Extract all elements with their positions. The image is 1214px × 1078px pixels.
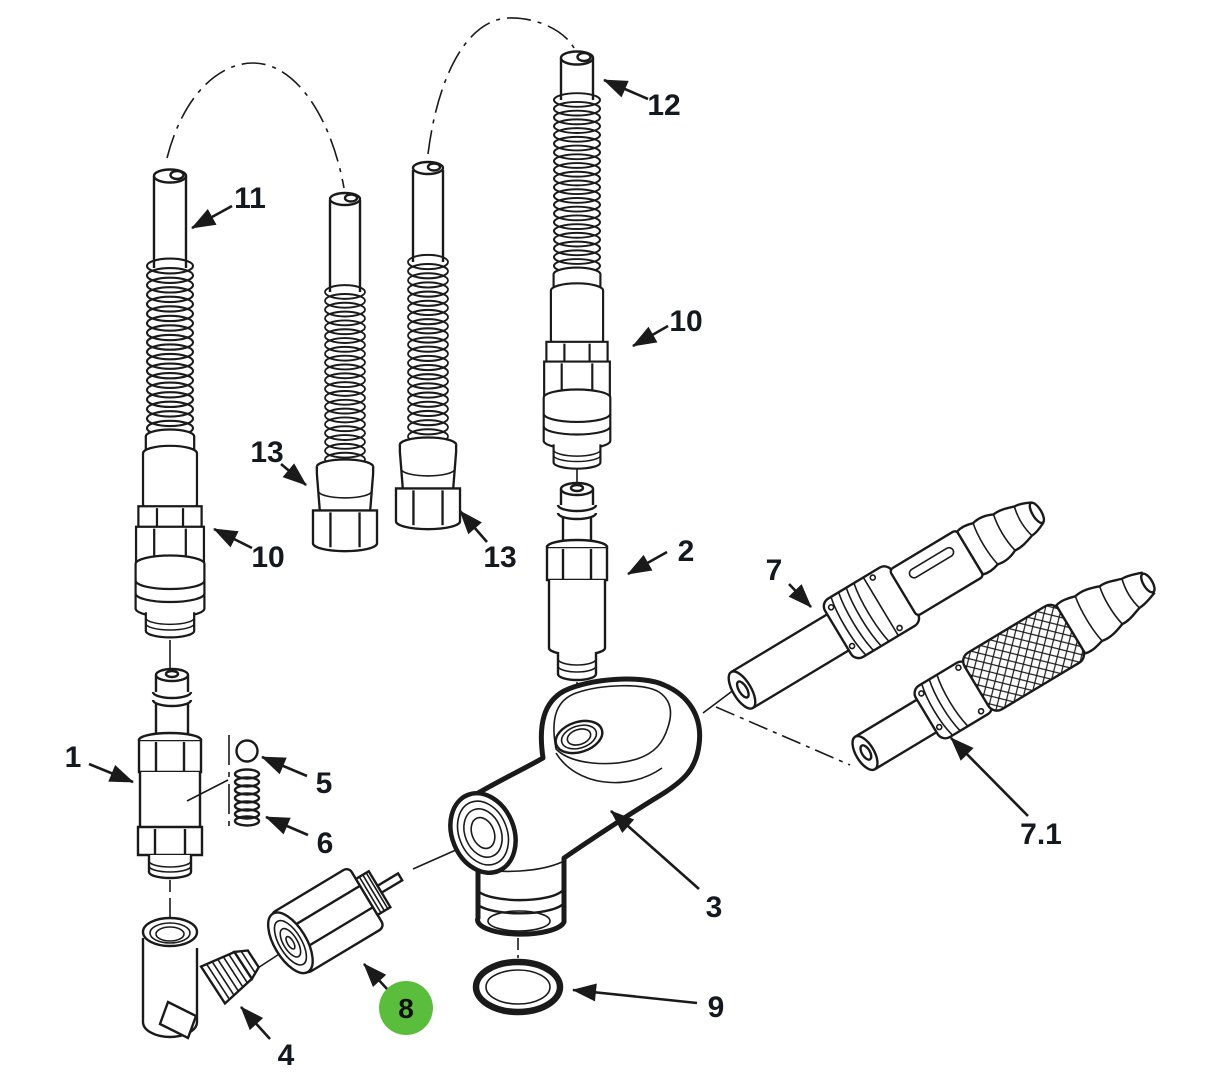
part-8-adapter <box>266 867 404 975</box>
spring-6 <box>233 768 261 827</box>
coil-guard-11 <box>147 259 193 455</box>
callout-3[interactable]: 3 <box>706 891 723 924</box>
highlight-circle[interactable] <box>379 981 433 1035</box>
hose-13-right-bore <box>426 162 442 172</box>
callout-label: 13 <box>483 541 516 574</box>
callout-4[interactable]: 4 <box>278 1039 295 1072</box>
callout-label: 3 <box>706 891 723 924</box>
callout-8-highlighted[interactable]: 8 <box>379 981 433 1035</box>
part-1-valve <box>136 667 204 880</box>
hose-12 <box>554 50 600 273</box>
callout-label: 7 <box>766 554 783 587</box>
callout-label: 10 <box>251 541 284 574</box>
hose-loop-right <box>427 17 575 155</box>
section-pointer <box>186 779 229 802</box>
part-2-valve <box>545 481 609 682</box>
hose-11-bore <box>169 169 185 181</box>
connector-10-left <box>134 428 206 639</box>
callout-7-1[interactable]: 7.1 <box>1020 818 1062 851</box>
connector-13-left <box>311 458 379 553</box>
callout-label: 11 <box>234 182 266 215</box>
callout-6[interactable]: 6 <box>317 827 334 860</box>
callout-label: 10 <box>669 305 702 338</box>
part-3-manifold <box>448 676 703 937</box>
callout-11[interactable]: 11 <box>234 182 266 215</box>
callout-5[interactable]: 5 <box>316 767 333 800</box>
hose-11 <box>147 168 193 455</box>
callout-13-left[interactable]: 13 <box>250 436 283 469</box>
hose-loop-left <box>166 62 345 189</box>
callout-label: 9 <box>708 991 725 1024</box>
callout-label: 5 <box>316 767 333 800</box>
callout-10-left[interactable]: 10 <box>251 541 284 574</box>
callout-label: 12 <box>647 89 680 122</box>
coil-guard-12 <box>554 93 600 272</box>
coil-guard-13-left <box>325 285 365 466</box>
callout-7[interactable]: 7 <box>766 554 783 587</box>
callout-label: 8 <box>398 993 414 1024</box>
callout-13-right[interactable]: 13 <box>483 541 516 574</box>
hose-12-bore <box>576 51 592 63</box>
callout-12[interactable]: 12 <box>647 89 680 122</box>
callout-label: 13 <box>250 436 283 469</box>
connector-13-right <box>394 436 462 531</box>
hose-13-left-bore <box>343 193 359 203</box>
ball-5 <box>235 739 259 763</box>
callout-label: 1 <box>65 741 82 774</box>
coil-guard-13-right <box>408 255 448 444</box>
centerline <box>702 688 736 714</box>
connector-10-right <box>542 266 612 470</box>
part-4-elbow <box>141 916 261 1040</box>
callout-2[interactable]: 2 <box>678 535 695 568</box>
hose-13-right <box>408 160 448 444</box>
hose-7 <box>727 501 1046 710</box>
callout-label: 7.1 <box>1020 818 1062 851</box>
leader-lines <box>88 78 1029 1040</box>
callout-9[interactable]: 9 <box>708 991 725 1024</box>
callout-label: 2 <box>678 535 695 568</box>
hose-13-left <box>325 191 365 466</box>
callout-10-right[interactable]: 10 <box>669 305 702 338</box>
callout-label: 4 <box>278 1039 295 1072</box>
hose-7-1 <box>851 571 1156 772</box>
centerline <box>715 706 851 766</box>
callout-label: 6 <box>317 827 334 860</box>
callout-1[interactable]: 1 <box>65 741 82 774</box>
o-ring-9 <box>472 958 564 1016</box>
